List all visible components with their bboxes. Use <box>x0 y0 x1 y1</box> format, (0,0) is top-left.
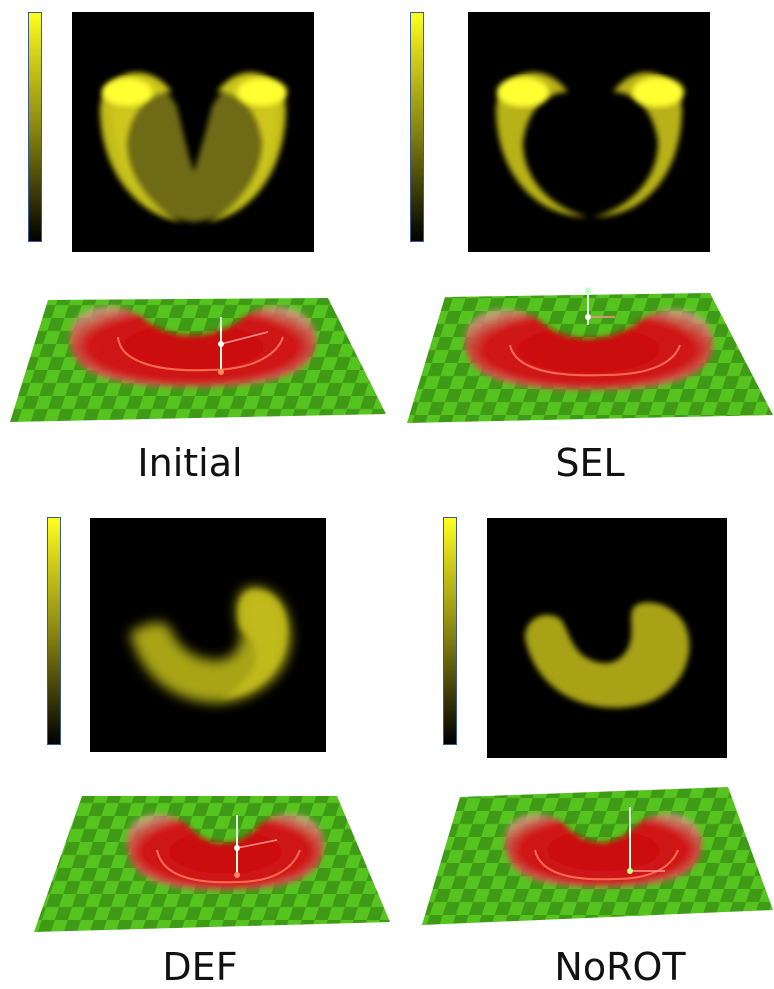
colorbar <box>28 12 42 242</box>
heatmap-image <box>468 12 710 252</box>
terrain-render <box>32 790 392 940</box>
colorbar <box>47 517 61 745</box>
panel-label: Initial <box>137 441 243 485</box>
colorbar <box>443 517 457 745</box>
colorbar <box>410 12 424 242</box>
terrain-render <box>8 292 388 427</box>
heatmap-image <box>90 518 326 752</box>
terrain-render <box>405 285 774 430</box>
panel-label: NoROT <box>554 945 686 989</box>
panel-label: DEF <box>162 945 238 989</box>
heatmap-image <box>72 12 314 252</box>
panel-label: SEL <box>555 441 625 485</box>
heatmap-image <box>487 518 727 758</box>
terrain-render <box>420 785 774 935</box>
